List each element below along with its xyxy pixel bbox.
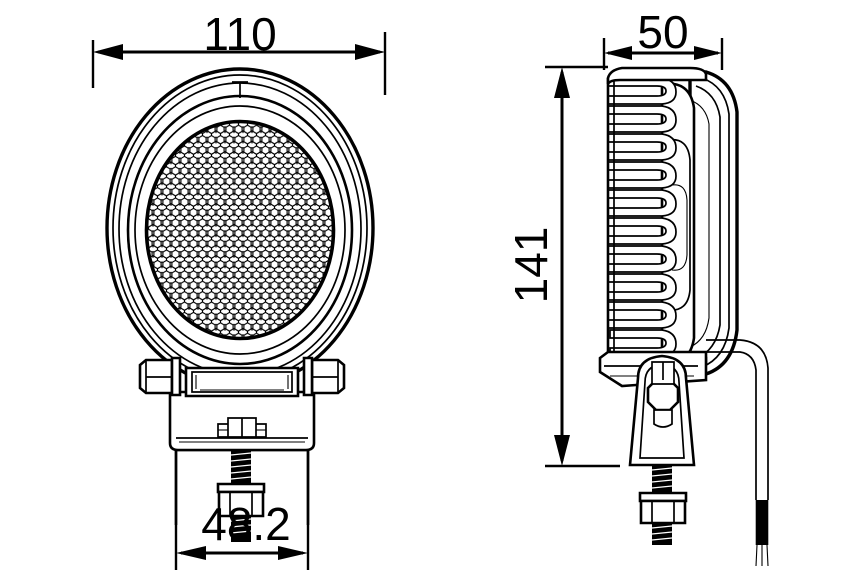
dimension-label-48-2: 48.2 bbox=[201, 498, 291, 550]
dimension-label-141: 141 bbox=[505, 227, 557, 304]
side-lens-face bbox=[688, 70, 739, 376]
front-stud-bolt bbox=[216, 450, 266, 542]
dimension-141 bbox=[545, 65, 620, 468]
side-heat-sink-fins bbox=[606, 77, 677, 358]
side-power-cable bbox=[706, 339, 769, 567]
front-bolt-left bbox=[138, 356, 182, 397]
side-view bbox=[598, 66, 769, 567]
dimension-110 bbox=[91, 32, 387, 95]
side-swivel-bracket bbox=[628, 354, 696, 467]
front-top-centre-mark bbox=[232, 81, 248, 98]
dimension-50 bbox=[602, 38, 724, 70]
dimension-label-50: 50 bbox=[637, 6, 688, 58]
front-lower-housing-band bbox=[184, 366, 300, 398]
front-bolt-right bbox=[302, 356, 346, 397]
front-lens-mesh bbox=[145, 120, 335, 340]
front-view bbox=[105, 67, 375, 542]
side-stud-bolt bbox=[638, 465, 688, 545]
dimension-label-110: 110 bbox=[203, 8, 276, 60]
